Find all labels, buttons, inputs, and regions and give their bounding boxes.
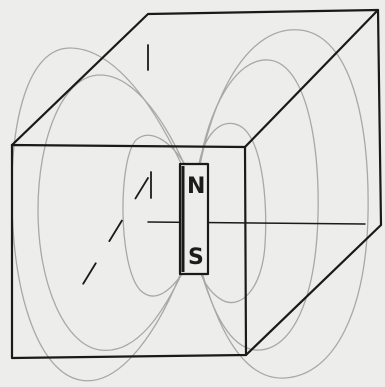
south-pole-label: S — [188, 245, 204, 270]
north-pole-label: N — [187, 174, 205, 199]
bar-magnet: N S — [180, 164, 208, 274]
